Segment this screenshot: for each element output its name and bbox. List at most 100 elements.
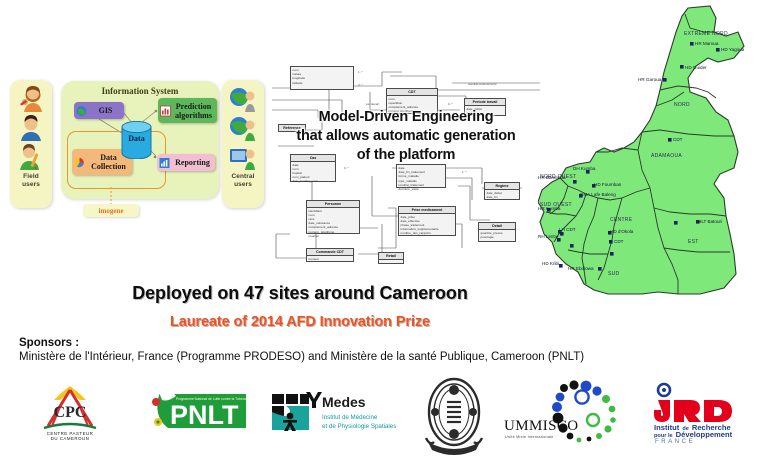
field-user-icon-2 bbox=[16, 115, 46, 142]
mde-headline: Model-Driven Engineering that allows aut… bbox=[272, 108, 540, 165]
node-collection-line2: Collection bbox=[91, 162, 126, 171]
field-users-label-line1: Field bbox=[23, 173, 39, 180]
site-marker-lh-cdt bbox=[558, 230, 562, 234]
field-user-icon-3 bbox=[16, 144, 46, 171]
cpc-line2: DU CAMEROUN bbox=[51, 436, 90, 441]
er-multiplicity-5: 1..* bbox=[462, 170, 467, 174]
prize-headline: Laureate of 2014 AFD Innovation Prize bbox=[169, 314, 431, 330]
site-label-cma-lafe-baleng: CMA Lafe Baleng bbox=[580, 192, 616, 197]
map-site-markers bbox=[547, 42, 720, 271]
site-label-hr-bamenda: HR Bamenda bbox=[538, 175, 566, 180]
er-entity-periode-name: Periode travail bbox=[465, 99, 505, 106]
site-marker-centre-extra bbox=[610, 252, 614, 256]
logo-pnlt: PNLT Programme National de Lutte contre … bbox=[138, 386, 248, 436]
site-label-hlt-batouri: HLT Batouri bbox=[698, 219, 722, 224]
site-marker-hr-ebolowa bbox=[598, 267, 602, 271]
map-region-labels: EXTREME NORD NORD ADAMAOUA CENTRE EST SU… bbox=[540, 31, 728, 277]
site-label-cdt-centre: CDT bbox=[614, 239, 624, 244]
logo-university-seal bbox=[418, 376, 490, 456]
globe-icon bbox=[76, 105, 87, 116]
node-reporting: Reporting bbox=[157, 154, 215, 171]
site-marker-hr-maroua bbox=[690, 42, 694, 46]
imogene-platform-label: imogene bbox=[83, 204, 139, 217]
er-entity-regime-name: Regime bbox=[485, 183, 519, 190]
site-label-hd-guider: HD Guider bbox=[685, 65, 707, 70]
er-multiplicity-2: 1..* bbox=[358, 70, 363, 74]
er-entity-retail-name: Retail bbox=[379, 253, 403, 260]
site-marker-hr-bamenda bbox=[573, 180, 577, 184]
site-marker-cma-lafe-baleng bbox=[579, 194, 583, 198]
central-user-icon-2 bbox=[228, 115, 258, 142]
node-gis-label: GIS bbox=[98, 106, 113, 115]
site-label-hr-kumba: HR Kumba bbox=[538, 206, 561, 211]
sponsors-text: Ministère de l'Intérieur, France (Progra… bbox=[19, 351, 585, 363]
er-entity-prise-name: Prise medicament bbox=[399, 207, 455, 214]
cpc-line1: CENTRE PASTEUR bbox=[47, 431, 94, 436]
cameroon-map: EXTREME NORD NORD ADAMAOUA CENTRE EST SU… bbox=[538, 2, 768, 314]
er-entity-personne-name: Personne bbox=[307, 201, 359, 208]
site-label-hr-maroua: HR Maroua bbox=[695, 41, 719, 46]
site-marker-est-extra bbox=[674, 221, 678, 225]
node-prediction-algorithms: Prediction algorithms bbox=[158, 98, 217, 123]
site-label-hd-kribi: HD Kribi bbox=[542, 261, 559, 266]
sponsor-logo-strip: CPC CENTRE PASTEUR DU CAMEROUN PNLT Prog… bbox=[0, 374, 768, 458]
field-user-icon-1 bbox=[16, 86, 46, 113]
node-collection-line1: Data bbox=[100, 153, 117, 162]
region-label-adamaoua: ADAMAOUA bbox=[651, 153, 682, 159]
site-marker-hd-foumban bbox=[592, 184, 596, 188]
central-users-column: Central users bbox=[222, 80, 264, 208]
node-collection-label: Data Collection bbox=[91, 153, 126, 171]
site-marker-dh-kumba bbox=[586, 170, 590, 174]
region-label-centre: CENTRE bbox=[610, 217, 633, 223]
node-prediction-line1: Prediction bbox=[175, 101, 212, 111]
site-label-hd-yagoua: HD Yagoua bbox=[721, 47, 745, 52]
site-label-rh-limbe: RH Limbe bbox=[538, 234, 559, 239]
region-label-extreme-nord: EXTREME NORD bbox=[684, 31, 728, 37]
er-entity-reference: Reference bbox=[278, 124, 306, 132]
central-users-label-line1: Central bbox=[231, 173, 255, 180]
er-label-est-depart: est depart bbox=[366, 102, 380, 106]
er-entity-commande-name: Commande CDT bbox=[307, 249, 353, 256]
er-entity-detail-name: Detail bbox=[479, 223, 515, 230]
er-entity-cas-name: Cas bbox=[291, 155, 335, 162]
region-label-est: EST bbox=[688, 239, 699, 245]
logo-ummisco: UMMISCO Unité Mixte Internationale bbox=[500, 380, 632, 450]
map-regions bbox=[538, 5, 745, 295]
node-data-label: Data bbox=[128, 134, 145, 143]
site-marker-hd-yagoua bbox=[716, 48, 720, 52]
site-marker-hlt-batouri bbox=[696, 220, 700, 224]
medes-word: Medes bbox=[322, 394, 366, 410]
site-label-lh-cdt: LH CDT bbox=[559, 227, 576, 232]
chart-icon bbox=[160, 105, 171, 116]
site-label-hd-foumban: HD Foumban bbox=[594, 182, 622, 187]
pnlt-word: PNLT bbox=[170, 400, 239, 430]
er-entity-commande-fields: numero bbox=[308, 256, 320, 261]
site-marker-hd-okola bbox=[608, 231, 612, 235]
er-multiplicity-4: 0..* bbox=[344, 166, 349, 170]
region-label-nord-ouest: NORD OUEST bbox=[540, 174, 576, 180]
mde-line3: of the platform bbox=[356, 147, 456, 163]
site-marker-littoral-extra bbox=[570, 244, 574, 248]
medes-sub1: Institut de Médecine bbox=[322, 414, 378, 421]
site-marker-douala bbox=[560, 232, 564, 236]
field-users-label-line2: users bbox=[22, 181, 40, 188]
region-label-nord: NORD bbox=[674, 102, 690, 108]
pnlt-tagline: Programme National de Lutte contre la Tu… bbox=[176, 397, 248, 401]
node-gis: GIS bbox=[74, 102, 124, 119]
map-site-labels: HR Maroua HD Yagoua HD Guider HR Garoua … bbox=[538, 41, 745, 271]
site-label-hr-garoua: HR Garoua bbox=[638, 77, 662, 82]
site-marker-hd-guider bbox=[680, 65, 684, 69]
